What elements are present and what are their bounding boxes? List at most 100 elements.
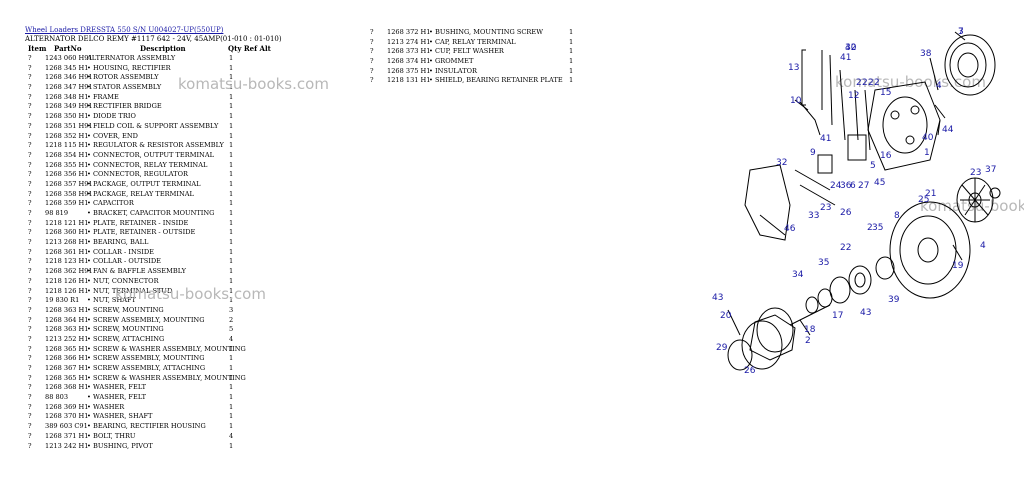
description-cell: • DIODE TRIO — [87, 112, 136, 121]
description-cell: • NUT, CONNECTOR — [87, 276, 159, 285]
callout-number: 2 — [856, 78, 862, 88]
callout-number: 41 — [820, 134, 831, 144]
qty-cell: 1 — [229, 199, 234, 208]
callout-number: 21 — [925, 189, 936, 199]
item-cell: ? — [28, 334, 32, 343]
qty-cell: 1 — [229, 393, 234, 402]
partno-cell: 98 819 — [45, 209, 69, 217]
qty-cell: 1 — [229, 354, 234, 363]
callout-number: 35 — [872, 223, 883, 233]
qty-cell: 1 — [229, 412, 234, 421]
partno-cell: 1218 121 H1 — [45, 218, 89, 227]
item-cell: ? — [28, 305, 32, 314]
callout-number: 42 — [845, 43, 856, 53]
item-cell: ? — [28, 422, 32, 431]
partno-cell: 1213 268 H1 — [45, 238, 89, 247]
description-cell: • SCREW ASSEMBLY, MOUNTING — [87, 354, 205, 363]
column-header-qty: Qty Ref Alt — [228, 44, 271, 53]
description-cell: • BUSHING, MOUNTING SCREW — [429, 28, 543, 36]
partno-cell: 1268 356 H1 — [45, 170, 89, 179]
item-cell: ? — [28, 121, 32, 130]
qty-cell: 1 — [229, 189, 234, 198]
callout-number: 2 — [805, 336, 811, 346]
item-cell: ? — [28, 218, 32, 227]
qty-cell: 1 — [569, 76, 574, 85]
qty-cell: 1 — [229, 344, 234, 353]
partno-cell: 88 803 — [45, 393, 69, 402]
qty-cell: 1 — [229, 238, 234, 247]
callout-number: 23 — [820, 203, 831, 213]
callout-number: 43 — [712, 293, 723, 303]
partno-cell: 1218 126 H1 — [45, 286, 89, 295]
qty-cell: 1 — [229, 257, 234, 266]
partno-cell: 19 830 R1 — [45, 296, 80, 305]
item-cell: ? — [28, 383, 32, 392]
breadcrumb-link[interactable]: Wheel Loaders DRESSTA 550 S/N U004027-UP… — [25, 26, 224, 34]
qty-cell: 1 — [229, 267, 234, 276]
item-cell: ? — [28, 315, 32, 324]
partno-cell: 1268 355 H1 — [45, 160, 89, 169]
description-cell: • WASHER — [87, 402, 125, 411]
item-cell: ? — [28, 199, 32, 208]
column-header-partno: PartNo — [54, 44, 82, 53]
qty-cell: 3 — [229, 305, 234, 314]
callout-number: 35 — [818, 258, 829, 268]
item-cell: ? — [28, 364, 32, 372]
qty-cell: 4 — [229, 431, 234, 440]
callout-number: 6 — [850, 181, 856, 191]
description-cell: • BRACKET, CAPACITOR MOUNTING — [87, 209, 215, 217]
item-cell: ? — [28, 228, 32, 237]
description-cell: • FAN & BAFFLE ASSEMBLY — [87, 267, 187, 276]
callout-number: 15 — [880, 88, 891, 98]
item-cell: ? — [28, 286, 32, 295]
partno-cell: 1268 363 H1 — [45, 305, 89, 314]
item-cell: ? — [28, 238, 32, 247]
callout-number: 30 — [845, 43, 857, 53]
partno-cell: 1268 365 H1 — [45, 344, 89, 353]
description-cell: • CUP, FELT WASHER — [429, 47, 504, 56]
item-cell: ? — [28, 431, 32, 440]
callout-number: 7 — [958, 27, 964, 37]
callout-number: 29 — [716, 343, 728, 353]
description-cell: ALTERNATOR ASSEMBLY — [87, 54, 176, 62]
partno-cell: 1268 358 H91 — [45, 189, 93, 198]
item-cell: ? — [28, 373, 32, 382]
qty-cell: 1 — [569, 47, 574, 56]
callout-number: 9 — [810, 148, 816, 158]
qty-cell: 1 — [229, 179, 234, 188]
item-cell: ? — [28, 189, 32, 198]
qty-cell: 1 — [229, 112, 234, 121]
description-cell: • WASHER, SHAFT — [87, 412, 153, 421]
qty-cell: 1 — [229, 286, 234, 295]
description-cell: • BUSHING, PIVOT — [87, 441, 153, 450]
qty-cell: 1 — [229, 170, 234, 179]
partno-cell: 1268 349 H91 — [45, 102, 93, 111]
qty-cell: 1 — [569, 37, 574, 46]
callout-number: 27 — [858, 181, 869, 191]
callout-number: 46 — [784, 224, 796, 234]
column-header-description: Description — [140, 44, 186, 53]
callout-number: 23 — [970, 168, 981, 178]
partno-cell: 1268 357 H91 — [45, 179, 93, 188]
description-cell: • PLATE, RETAINER - OUTSIDE — [87, 228, 196, 237]
qty-cell: 1 — [569, 57, 574, 66]
partno-cell: 1213 252 H1 — [45, 334, 89, 343]
partno-cell: 1213 274 H1 — [387, 37, 431, 46]
qty-cell: 4 — [229, 334, 234, 343]
callout-number: 8 — [894, 211, 900, 221]
callout-number: 2 — [868, 78, 874, 88]
qty-cell: 1 — [229, 131, 234, 140]
description-cell: • SHIELD, BEARING RETAINER PLATE — [429, 76, 563, 85]
item-cell: ? — [28, 441, 32, 450]
qty-cell: 1 — [229, 247, 234, 256]
partno-cell: 1268 375 H1 — [387, 66, 431, 75]
partno-cell: 1268 352 H1 — [45, 131, 89, 140]
callout-number: 36 — [840, 181, 852, 191]
partno-cell: 1218 115 H1 — [45, 141, 89, 150]
callout-number: 44 — [942, 125, 954, 135]
item-cell: ? — [28, 92, 32, 101]
description-cell: • SCREW, MOUNTING — [87, 305, 164, 314]
partno-cell: 1268 374 H1 — [387, 57, 431, 66]
column-header-item: Item — [28, 44, 47, 53]
